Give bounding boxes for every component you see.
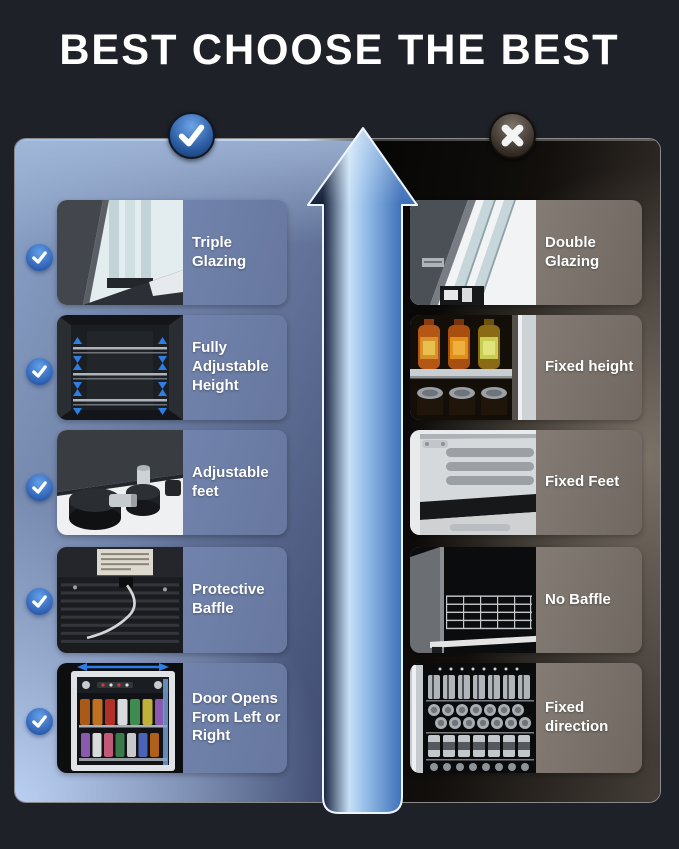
bad-feature-card-fixed-direction: Fixed direction [410, 663, 642, 773]
check-icon [178, 124, 205, 147]
good-feature-card-adjustable-feet: Adjustable feet [57, 430, 287, 535]
row-check-icon [26, 588, 53, 615]
row-check-icon [26, 358, 53, 385]
row-check-icon [26, 474, 53, 501]
feature-label: No Baffle [545, 590, 611, 608]
no-baffle-image [410, 547, 536, 653]
double-glazing-image [410, 200, 536, 305]
check-badge [168, 112, 215, 159]
good-feature-card-adjustable-height: Fully Adjustable Height [57, 315, 287, 420]
adjustable-feet-image [57, 430, 183, 535]
feature-label: Fixed direction [545, 699, 609, 735]
feature-label: Fully Adjustable Height [192, 339, 269, 394]
fixed-direction-image [410, 663, 536, 773]
good-feature-card-triple-glazing: Triple Glazing [57, 200, 287, 305]
bad-feature-card-fixed-height: Fixed height [410, 315, 642, 420]
protective-baffle-image [57, 547, 183, 653]
cross-icon [501, 124, 524, 147]
bad-feature-card-double-glazing: Double Glazing [410, 200, 642, 305]
feature-label: Double Glazing [545, 233, 600, 270]
door-opens-left-right-image [57, 663, 183, 773]
good-feature-card-door-opens: Door Opens From Left or Right [57, 663, 287, 773]
upward-arrow-graphic [307, 127, 418, 814]
feature-label: Door Opens From Left or Right [192, 689, 281, 745]
feature-label: Protective Baffle [192, 581, 265, 617]
feature-label: Adjustable feet [192, 463, 269, 500]
bad-feature-card-fixed-feet: Fixed Feet [410, 430, 642, 535]
triple-glazing-image [57, 200, 183, 305]
row-check-icon [26, 708, 53, 735]
cross-badge [489, 112, 536, 159]
fixed-feet-image [410, 430, 536, 535]
bad-feature-card-no-baffle: No Baffle [410, 547, 642, 653]
feature-label: Triple Glazing [192, 233, 247, 270]
fixed-height-image [410, 315, 536, 420]
good-feature-card-protective-baffle: Protective Baffle [57, 547, 287, 653]
row-check-icon [26, 244, 53, 271]
feature-label: Fixed Feet [545, 473, 620, 491]
page-title: BEST CHOOSE THE BEST [59, 26, 620, 74]
feature-label: Fixed height [545, 358, 634, 376]
fully-adjustable-height-image [57, 315, 183, 420]
